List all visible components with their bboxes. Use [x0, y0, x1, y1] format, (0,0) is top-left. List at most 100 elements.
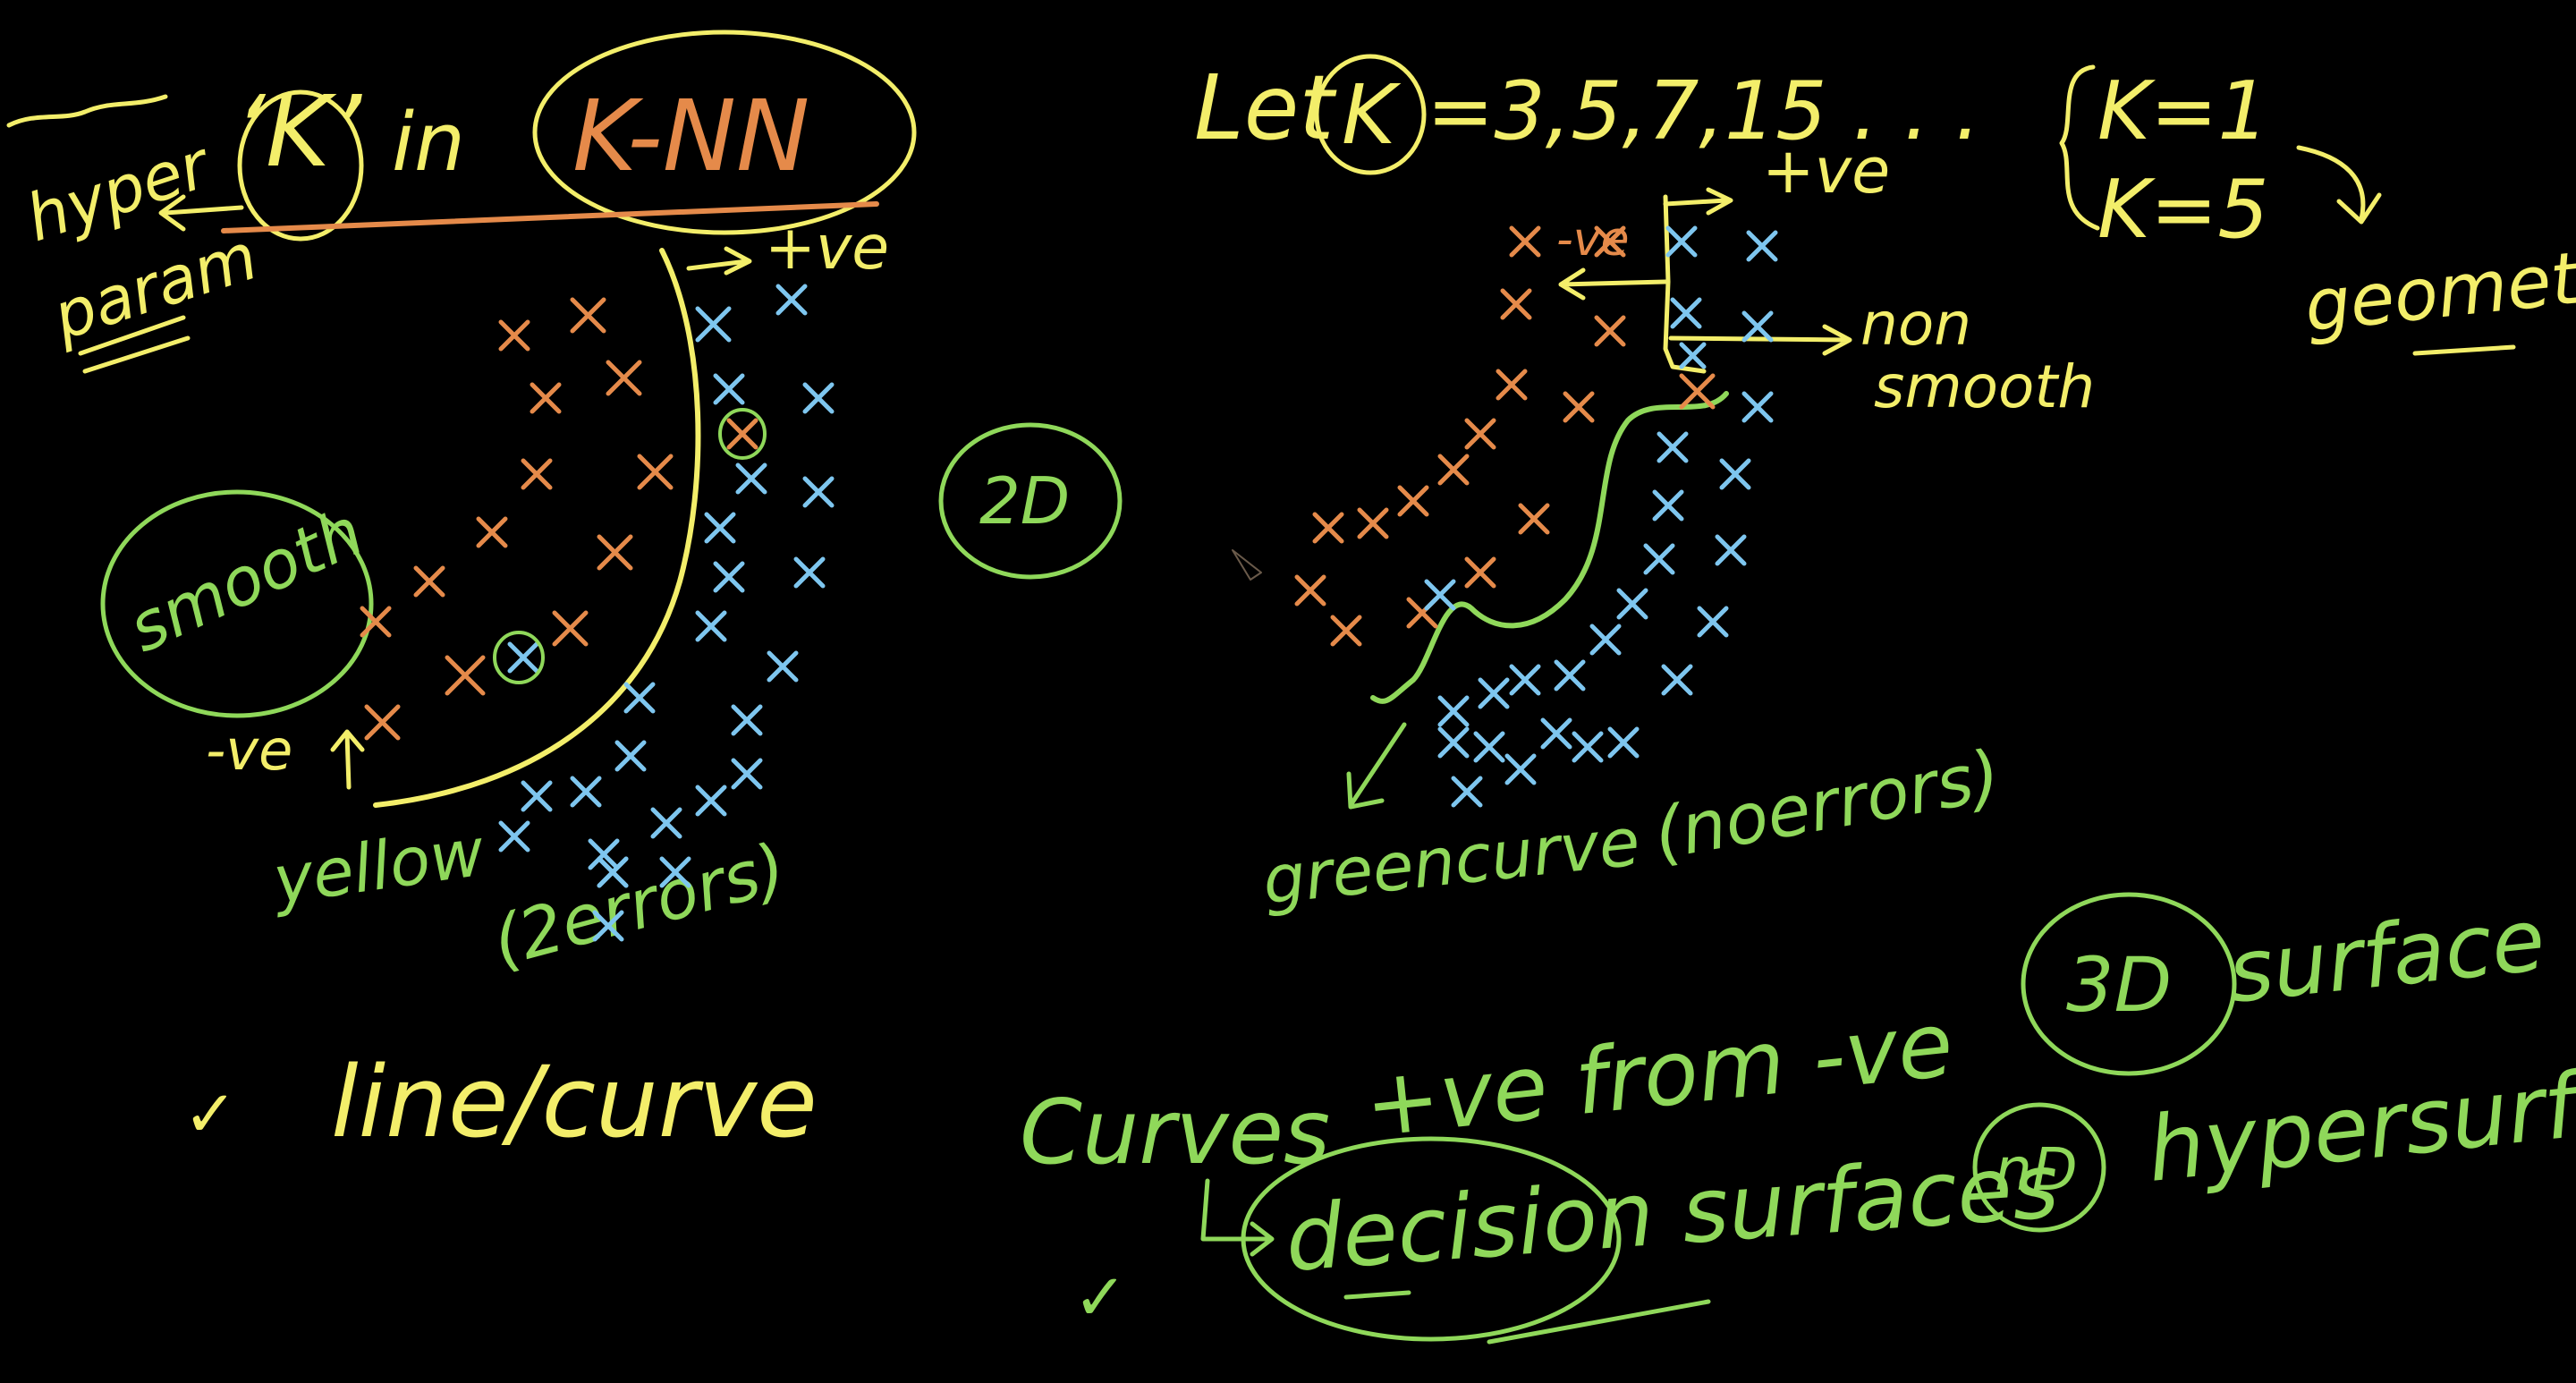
neg-point: [1518, 503, 1550, 535]
geometrical-underline: [2412, 344, 2516, 356]
neg-point: [1496, 369, 1528, 401]
green-curve-arrow: [1346, 722, 1407, 810]
pos-point: [704, 512, 736, 544]
k-circle: [237, 89, 364, 242]
neg-point: [1563, 391, 1595, 423]
pos-point: [597, 856, 629, 888]
param-underline: [78, 315, 191, 374]
neg-point: [1594, 225, 1626, 258]
minus-ve-right-text: -ve: [1556, 213, 1630, 267]
nonsmooth-arrow: [1668, 324, 1852, 356]
minus-ve-arrow-left: [330, 729, 365, 790]
plus-ve-from-text: +ve from -ve: [1360, 992, 1957, 1158]
minus-ve-arrow-right: [1558, 267, 1668, 301]
pos-point: [802, 476, 835, 508]
pos-point: [1746, 230, 1778, 262]
pos-point: [775, 284, 808, 316]
left-positive-points: [498, 284, 835, 942]
pos-point: [695, 785, 727, 817]
neg-point: [521, 458, 553, 490]
error-circle-orange: [718, 408, 767, 460]
pos-point: [1509, 664, 1541, 696]
k-values-text: =3,5,7,15 . . .: [1427, 64, 1980, 158]
line-curve-text: line/curve: [331, 1045, 818, 1159]
neg-point: [530, 382, 562, 414]
pos-point: [1572, 731, 1604, 763]
non-text: non: [1860, 290, 1971, 359]
pos-point: [1661, 664, 1693, 696]
pencil-icon: [1232, 549, 1262, 581]
neg-point: [498, 319, 530, 352]
let-text: Let: [1194, 55, 1337, 160]
neg-point: [1294, 574, 1326, 607]
neg-point: [1500, 288, 1532, 320]
pos-point: [588, 838, 620, 870]
smooth-circle: [100, 489, 374, 718]
middle-positive-points: [1424, 225, 1778, 808]
pos-point: [1741, 310, 1774, 343]
neg-point: [476, 516, 508, 548]
neg-point: [413, 565, 445, 598]
pos-point: [1478, 677, 1510, 709]
smooth-text: smooth: [117, 493, 374, 667]
pos-point: [507, 641, 539, 674]
plus-ve-left-text: +ve: [765, 213, 889, 284]
neg-point: [1464, 418, 1496, 450]
pos-point: [713, 561, 745, 593]
neg-point: [1397, 485, 1429, 517]
pos-point: [1589, 624, 1622, 656]
three-d-text: 3D: [2066, 941, 2172, 1029]
green-curve-text: greencurve: [1259, 803, 1643, 920]
neg-point: [1679, 373, 1716, 410]
hyper-arrow: [158, 194, 244, 232]
let-k-circle: [1314, 54, 1427, 175]
neg-point: [597, 534, 633, 571]
plus-ve-right-text: +ve: [1762, 134, 1890, 208]
decision-underline: [1343, 1290, 1711, 1345]
decision-arrow: [1200, 1178, 1275, 1257]
k-brace: [2059, 64, 2100, 231]
smooth-right-text: smooth: [1874, 352, 2095, 421]
neg-point: [570, 297, 606, 334]
pos-point: [1424, 579, 1456, 611]
neg-point: [360, 606, 392, 638]
pos-point: [767, 650, 799, 683]
yellow-label-text: yellow: [267, 814, 489, 920]
pos-point: [1715, 534, 1747, 566]
pos-point: [1607, 726, 1640, 759]
pos-point: [1616, 588, 1648, 620]
hypersurface-text: hypersurface: [2142, 1037, 2576, 1202]
pos-point: [623, 682, 656, 714]
curves-text: Curves: [1020, 1080, 1330, 1184]
neg-point: [364, 704, 401, 741]
pos-point: [731, 758, 763, 790]
neg-point: [606, 360, 642, 396]
check-bottom-text: ✓: [1073, 1260, 1127, 1335]
pos-point: [1504, 753, 1537, 785]
pos-point: [1643, 543, 1675, 575]
pos-point: [592, 910, 624, 942]
pos-point: [650, 807, 682, 839]
nd-text: nD: [1995, 1135, 2078, 1204]
yellow-decision-curve: [373, 248, 701, 808]
pos-point: [1540, 717, 1572, 750]
neg-point: [445, 655, 486, 696]
pos-point: [802, 382, 835, 414]
pos-point: [1697, 606, 1729, 638]
squiggle-mark: [6, 94, 168, 128]
neg-point: [1357, 507, 1389, 539]
pos-point: [713, 373, 745, 405]
neg-point: [1464, 556, 1496, 589]
plus-ve-arrow-left: [686, 246, 752, 276]
neg-point: [1312, 512, 1344, 544]
plus-ve-arrow-right: [1663, 187, 1733, 216]
pos-point: [735, 462, 767, 495]
knn-text: K-NN: [572, 79, 809, 193]
pos-point: [498, 820, 530, 853]
neg-point: [637, 454, 674, 490]
in-text: in: [392, 96, 465, 190]
pos-point: [1670, 297, 1702, 329]
neg-point: [552, 610, 589, 647]
minus-ve-left-text: -ve: [206, 717, 292, 783]
